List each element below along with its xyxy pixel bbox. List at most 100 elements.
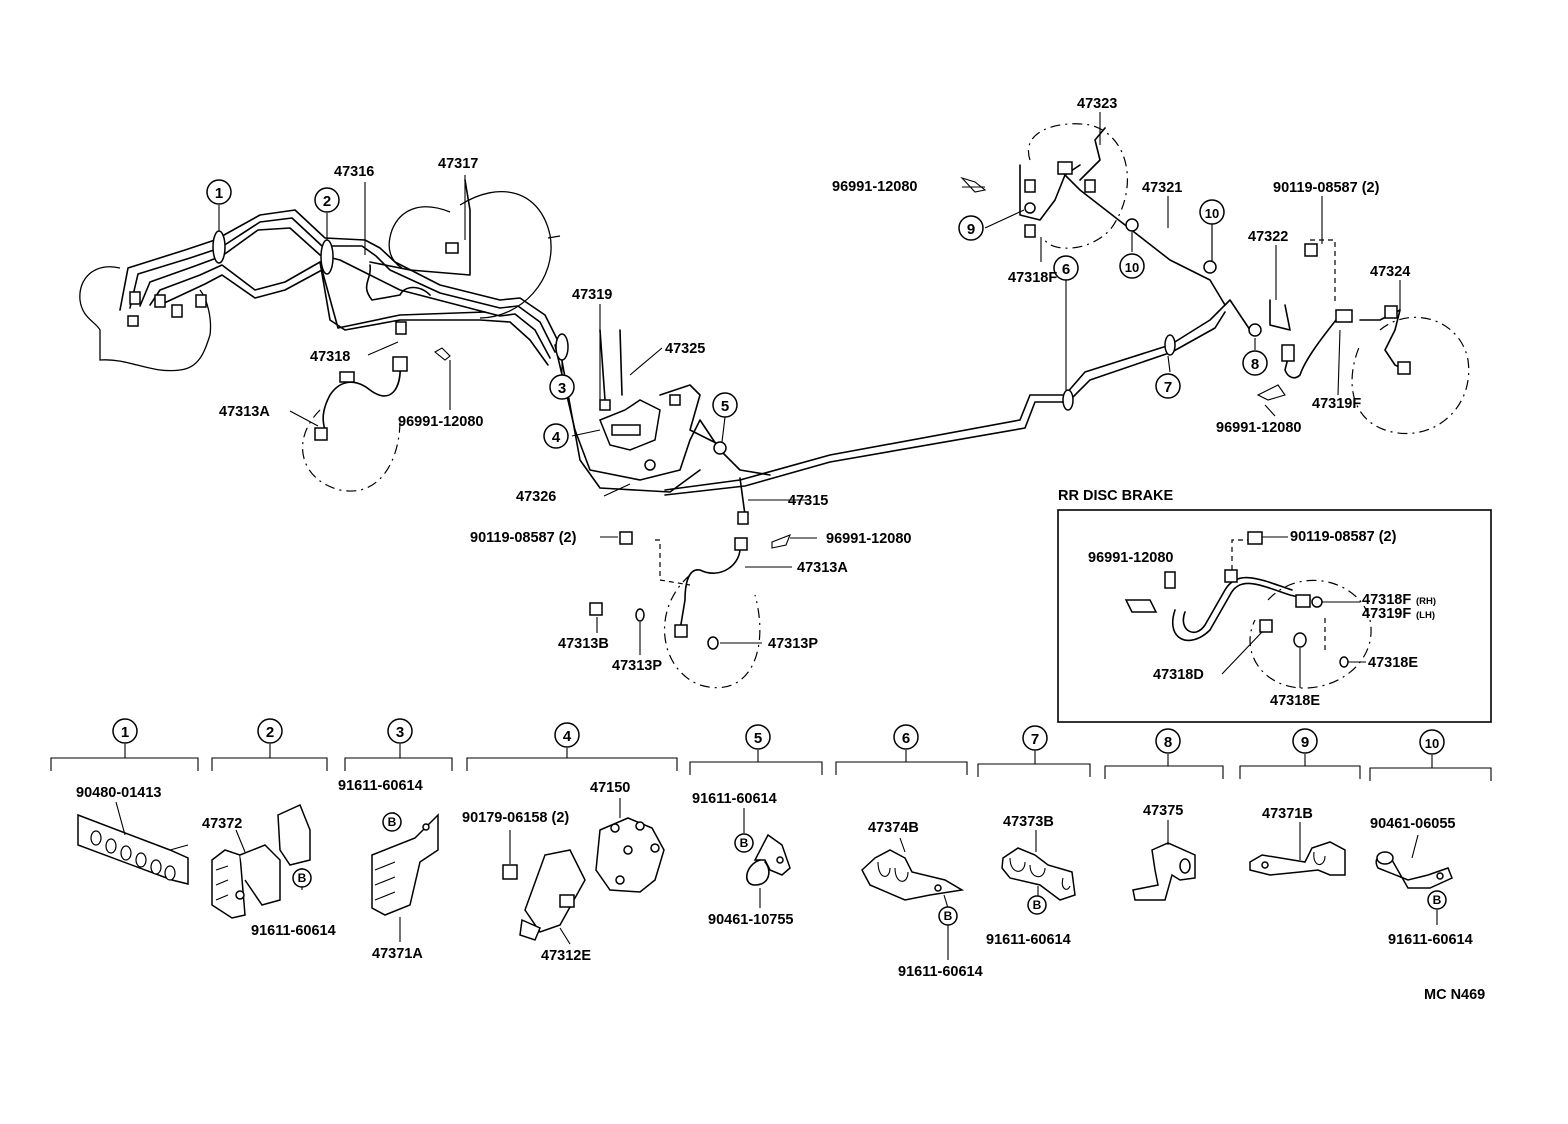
svg-text:B: B — [1033, 898, 1042, 912]
svg-text:7: 7 — [1031, 731, 1039, 748]
label-47313A-mid: 47313A — [797, 560, 848, 576]
rear-left-drum — [1019, 123, 1129, 249]
clamp-7-on-tube — [1164, 334, 1176, 356]
rear-brake-tube — [664, 169, 1251, 496]
rr-label-47318E-a: 47318E — [1368, 655, 1418, 671]
group-callout-7: 7 — [1022, 725, 1048, 751]
callout-6: 6 — [1053, 255, 1079, 281]
group-callout-5: 5 — [745, 724, 771, 750]
group8-clamp — [1132, 820, 1196, 901]
rr-disc-brake-title: RR DISC BRAKE — [1058, 488, 1174, 504]
svg-text:4: 4 — [552, 429, 561, 446]
label-96991-right: 96991-12080 — [1216, 420, 1301, 436]
svg-text:8: 8 — [1251, 356, 1259, 373]
group-callout-10: 10 — [1419, 729, 1445, 755]
tube-fittings-left — [127, 291, 207, 327]
group-callout-2: 2 — [257, 718, 283, 744]
g3-bolt-marker: B — [382, 812, 402, 832]
label-47326: 47326 — [516, 489, 556, 505]
g4-label-90179: 90179-06158 (2) — [462, 810, 569, 826]
washer-47313P-a — [635, 608, 645, 622]
group-callout-3: 3 — [387, 718, 413, 744]
group-callout-9: 9 — [1292, 728, 1318, 754]
g6-bolt-marker: B — [938, 906, 958, 926]
front-brake-tubes-bundle — [119, 209, 561, 366]
center-flex-hose — [655, 477, 761, 689]
svg-text:3: 3 — [558, 380, 566, 397]
g2-bolt-marker: B — [292, 868, 312, 888]
callout-3: 3 — [549, 374, 575, 400]
group-callout-4: 4 — [554, 722, 580, 748]
g5-label-90461: 90461-10755 — [708, 912, 793, 928]
rr-label-96991: 96991-12080 — [1088, 550, 1173, 566]
svg-text:B: B — [388, 815, 397, 829]
g5-bolt-marker: B — [734, 833, 754, 853]
svg-text:10: 10 — [1425, 736, 1439, 751]
rear-right-flex-hose — [1269, 239, 1470, 435]
label-47313P-b: 47313P — [768, 636, 818, 652]
svg-text:10: 10 — [1205, 206, 1219, 221]
group9-clamp — [1249, 822, 1346, 876]
callout-10a: 10 — [1199, 199, 1225, 225]
group7-clamp — [1001, 830, 1076, 901]
label-47323: 47323 — [1077, 96, 1117, 112]
group2-clamp — [211, 803, 311, 919]
group-brackets — [50, 744, 1492, 781]
label-47319F: 47319F — [1312, 396, 1361, 412]
label-47313A-left: 47313A — [219, 404, 270, 420]
svg-text:9: 9 — [967, 221, 975, 238]
group-callout-8: 8 — [1155, 728, 1181, 754]
label-47319: 47319 — [572, 287, 612, 303]
rr-label-47318F: 47318F — [1362, 592, 1411, 608]
rr-label-rh: (RH) — [1416, 596, 1436, 607]
svg-text:4: 4 — [563, 728, 572, 745]
svg-text:1: 1 — [215, 185, 223, 202]
svg-text:B: B — [1433, 893, 1442, 907]
svg-text:9: 9 — [1301, 734, 1309, 751]
washer-47313P-b — [707, 636, 719, 650]
proportioning-valve-area — [554, 329, 771, 493]
label-47318: 47318 — [310, 349, 350, 365]
g7-label-47373B: 47373B — [1003, 814, 1054, 830]
g7-bolt-marker: B — [1027, 895, 1047, 915]
clamp-2-on-tube — [320, 239, 334, 275]
bolt-90119-mid — [619, 531, 633, 545]
clamp-8-on-tube — [1248, 323, 1262, 337]
svg-text:5: 5 — [754, 730, 762, 747]
engine-block-outline — [79, 266, 212, 372]
clamp-10-on-tube-a — [1203, 260, 1217, 274]
rr-label-47318D: 47318D — [1153, 667, 1204, 683]
label-47316: 47316 — [334, 164, 374, 180]
callout-4: 4 — [543, 423, 569, 449]
g2-label-91611: 91611-60614 — [251, 923, 336, 939]
group3-clamp — [371, 812, 439, 942]
clamp-1-on-tube — [212, 230, 226, 264]
label-47315: 47315 — [788, 493, 828, 509]
label-96991-mid: 96991-12080 — [826, 531, 911, 547]
label-47317: 47317 — [438, 156, 478, 172]
group-callout-1: 1 — [112, 718, 138, 744]
rr-disc-brake-box: RR DISC BRAKE 90119-08587 (2) 96991-1208… — [1057, 488, 1492, 723]
svg-text:5: 5 — [721, 398, 729, 415]
fitting-47317 — [445, 242, 459, 254]
svg-text:B: B — [740, 836, 749, 850]
bolt-47313B — [589, 602, 603, 616]
rr-label-47318E-b: 47318E — [1270, 693, 1320, 709]
g3-label-47371A: 47371A — [372, 946, 423, 962]
g3-label-91611: 91611-60614 — [338, 778, 423, 794]
label-47313P-a: 47313P — [612, 658, 662, 674]
label-90119-mid: 90119-08587 (2) — [470, 530, 577, 546]
g5-label-91611: 91611-60614 — [692, 791, 777, 807]
brake-booster — [388, 191, 561, 319]
label-90119-top: 90119-08587 (2) — [1273, 180, 1380, 196]
callout-1: 1 — [206, 179, 232, 205]
tube-47316 — [365, 264, 431, 301]
svg-text:7: 7 — [1164, 379, 1172, 396]
label-47322: 47322 — [1248, 229, 1288, 245]
callout-2: 2 — [314, 187, 340, 213]
callout-9: 9 — [958, 215, 984, 241]
g7-label-91611: 91611-60614 — [986, 932, 1071, 948]
group4-valve — [502, 798, 665, 945]
front-left-flex-hose — [302, 356, 408, 492]
